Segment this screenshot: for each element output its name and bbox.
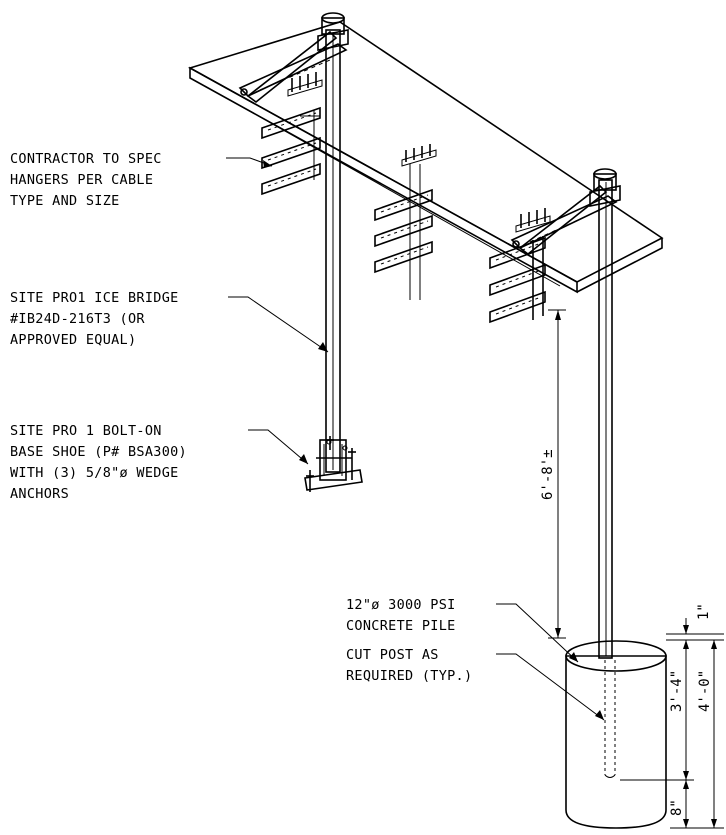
leader-hangers	[226, 157, 273, 168]
cable-hangers-left	[261, 106, 321, 196]
dimension-top-offset-label: 1"	[696, 603, 712, 620]
callout-cut-post-line-1: CUT POST AS	[346, 647, 439, 663]
callout-concrete-pile-line-1: 12"ø 3000 PSI	[346, 597, 456, 613]
wedge-anchor	[306, 470, 314, 492]
cable-hangers-middle	[374, 188, 433, 274]
callout-cut-post-line-2: REQUIRED (TYP.)	[346, 668, 472, 684]
callout-base-shoe-line-1: SITE PRO 1 BOLT-ON	[10, 423, 162, 439]
wedge-anchor	[348, 448, 356, 480]
callout-concrete-pile-line-2: CONCRETE PILE	[346, 618, 456, 634]
base-shoe	[304, 436, 363, 492]
right-post	[598, 179, 613, 659]
callout-ice-bridge-line-1: SITE PRO1 ICE BRIDGE	[10, 290, 179, 306]
dimension-post-height-label: 6'-8'±	[540, 449, 556, 500]
callout-cut-post: CUT POST AS REQUIRED (TYP.)	[346, 647, 472, 684]
leader-base-shoe	[248, 429, 309, 465]
callout-base-shoe-line-3: WITH (3) 5/8"ø WEDGE	[10, 465, 179, 481]
callout-concrete-pile: 12"ø 3000 PSI CONCRETE PILE	[346, 597, 456, 634]
support-arm-left	[238, 30, 348, 104]
callout-ice-bridge: SITE PRO1 ICE BRIDGE #IB24D-216T3 (OR AP…	[10, 290, 179, 348]
callout-hangers-line-2: HANGERS PER CABLE	[10, 172, 153, 188]
embedded-post-end	[604, 774, 616, 778]
right-post-cap	[589, 168, 621, 207]
dimension-pile-depth-label: 4'-0"	[697, 670, 713, 712]
cable-hangers-right	[489, 236, 546, 324]
dimension-pile: 1" 3'-4" 4'-0" 8"	[620, 603, 724, 829]
callout-base-shoe-line-4: ANCHORS	[10, 486, 69, 502]
dimension-embed-label: 3'-4"	[669, 670, 685, 712]
support-arm-right	[510, 184, 618, 256]
concrete-pile	[565, 640, 667, 829]
leader-concrete-pile	[496, 603, 579, 663]
callout-hangers-line-3: TYPE AND SIZE	[10, 193, 120, 209]
dimension-post-height: 6'-8'±	[540, 309, 566, 639]
left-post-cap	[317, 12, 349, 51]
callout-ice-bridge-line-2: #IB24D-216T3 (OR	[10, 311, 145, 327]
callout-hangers-line-1: CONTRACTOR TO SPEC	[10, 151, 162, 167]
dimension-bottom-offset-label: 8"	[669, 799, 685, 816]
callout-base-shoe-line-2: BASE SHOE (P# BSA300)	[10, 444, 187, 460]
callout-base-shoe: SITE PRO 1 BOLT-ON BASE SHOE (P# BSA300)…	[10, 423, 187, 502]
ice-bridge-grating	[187, 21, 664, 320]
leader-cut-post	[496, 653, 605, 721]
left-post	[325, 29, 341, 473]
leader-ice-bridge	[228, 296, 329, 353]
grating-u-bolts	[287, 72, 551, 233]
callout-hangers: CONTRACTOR TO SPEC HANGERS PER CABLE TYP…	[10, 151, 162, 209]
grating-surface	[187, 21, 664, 283]
callout-ice-bridge-line-3: APPROVED EQUAL)	[10, 332, 136, 348]
